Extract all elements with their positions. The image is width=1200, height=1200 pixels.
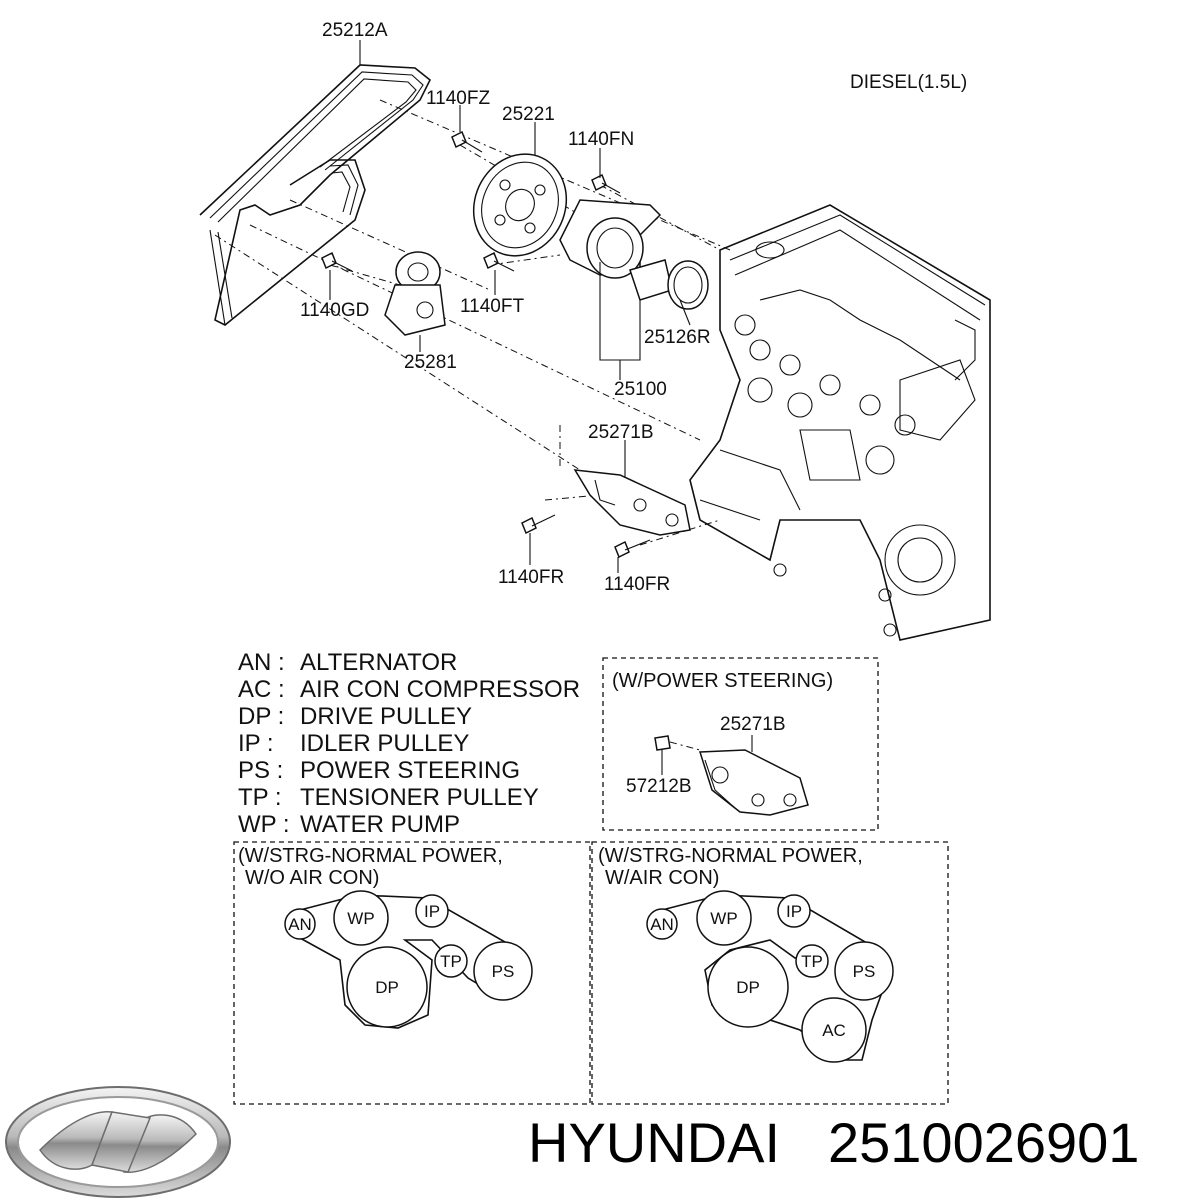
node-ip: IP — [424, 902, 440, 921]
legend-code: AC : — [238, 676, 285, 703]
node-ps: PS — [853, 962, 876, 981]
label-25100: 25100 — [614, 379, 667, 400]
label-25271b-inset: 25271B — [720, 714, 786, 735]
node-dp: DP — [375, 978, 399, 997]
label-1140fn: 1140FN — [568, 129, 634, 150]
tensioner-drawing — [384, 251, 446, 336]
legend-code: TP : — [238, 784, 282, 811]
label-1140fz: 1140FZ — [426, 88, 490, 109]
node-wp: WP — [347, 909, 374, 928]
node-ps: PS — [492, 962, 515, 981]
power-steering-title: (W/POWER STEERING) — [612, 670, 833, 692]
label-25271b: 25271B — [588, 422, 654, 443]
legend-code: IP : — [238, 730, 274, 757]
node-an: AN — [288, 915, 312, 934]
legend-desc: WATER PUMP — [300, 811, 460, 838]
part-number: 2510026901 — [828, 1111, 1139, 1174]
alignment-lines — [214, 99, 731, 546]
power-steering-box: (W/POWER STEERING) 25271B 57212B — [602, 657, 879, 831]
water-pump-drawing — [559, 199, 709, 310]
legend-desc: TENSIONER PULLEY — [300, 784, 539, 811]
label-1140fr-left: 1140FR — [498, 567, 564, 588]
legend-code: DP : — [238, 703, 284, 730]
legend-code: WP : — [238, 811, 290, 838]
node-ac: AC — [822, 1021, 846, 1040]
layout-left-title-1: (W/STRG-NORMAL POWER, — [238, 845, 503, 867]
legend-desc: ALTERNATOR — [300, 649, 457, 676]
label-25281: 25281 — [404, 352, 457, 373]
brand-name: HYUNDAI — [528, 1111, 780, 1174]
label-1140fr-right: 1140FR — [604, 574, 670, 595]
layout-right-title-2: W/AIR CON) — [605, 867, 719, 889]
label-1140ft: 1140FT — [460, 296, 524, 317]
node-tp: TP — [801, 952, 823, 971]
leader-lines — [329, 40, 691, 573]
hyundai-logo — [5, 1086, 231, 1198]
label-25221: 25221 — [502, 104, 555, 125]
label-25126r: 25126R — [644, 327, 711, 348]
legend-desc: DRIVE PULLEY — [300, 703, 472, 730]
layout-right-title-1: (W/STRG-NORMAL POWER, — [598, 845, 863, 867]
belt-layout-without-air-con: (W/STRG-NORMAL POWER, W/O AIR CON) AN WP… — [233, 841, 591, 1105]
node-tp: TP — [440, 952, 462, 971]
legend-code: AN : — [238, 649, 285, 676]
engine-block-drawing — [689, 204, 991, 641]
label-25212a: 25212A — [322, 20, 388, 41]
label-57212b: 57212B — [626, 776, 692, 797]
bracket-drawing — [573, 469, 691, 536]
legend: AN : ALTERNATOR AC : AIR CON COMPRESSOR … — [238, 649, 580, 838]
engine-type-label: DIESEL(1.5L) — [850, 72, 967, 93]
layout-left-title-2: W/O AIR CON) — [245, 867, 379, 889]
label-1140gd: 1140GD — [300, 300, 369, 321]
legend-desc: POWER STEERING — [300, 757, 520, 784]
drive-belt-drawing — [199, 64, 432, 326]
node-ip: IP — [786, 902, 802, 921]
node-wp: WP — [710, 909, 737, 928]
legend-code: PS : — [238, 757, 283, 784]
belt-layout-with-air-con: (W/STRG-NORMAL POWER, W/AIR CON) AN WP I… — [591, 841, 949, 1105]
node-dp: DP — [736, 978, 760, 997]
bolts-drawing — [321, 130, 651, 559]
pulley-drawing — [472, 153, 568, 257]
node-an: AN — [650, 915, 674, 934]
legend-desc: AIR CON COMPRESSOR — [300, 676, 580, 703]
legend-desc: IDLER PULLEY — [300, 730, 469, 757]
